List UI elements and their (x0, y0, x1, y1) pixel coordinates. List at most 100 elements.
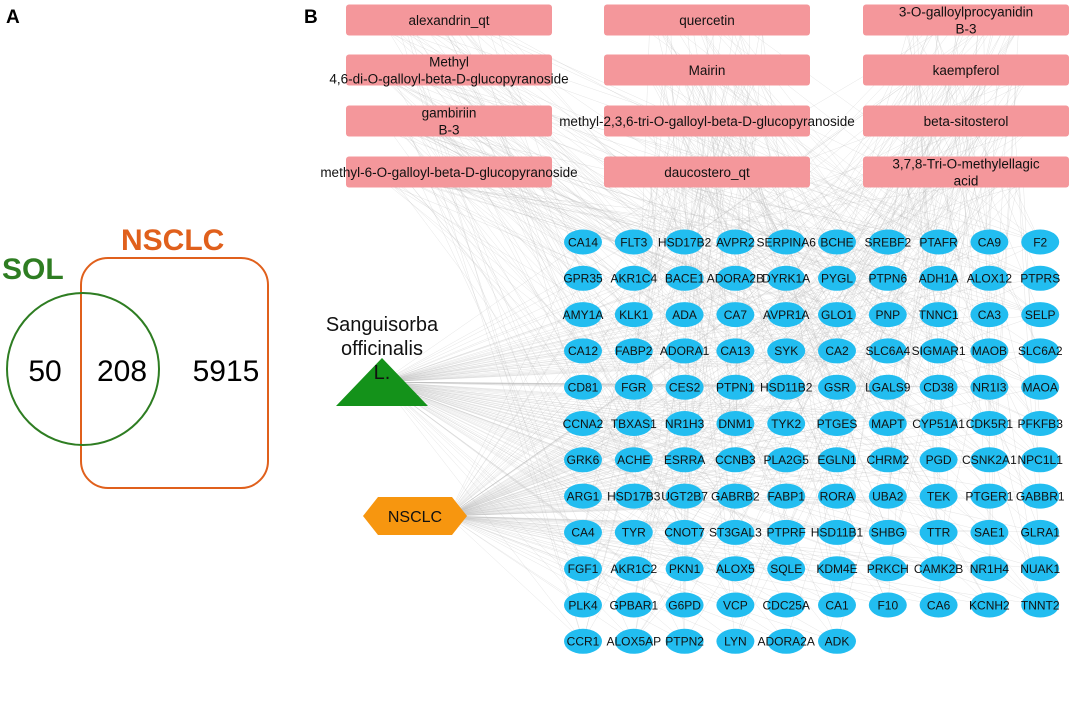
gene-node: F10 (868, 592, 907, 618)
compound-label-line: daucostero_qt (664, 165, 750, 180)
network-edge (381, 381, 685, 460)
compound-label-line: alexandrin_qt (408, 13, 489, 28)
gene-node: CA12 (564, 338, 602, 364)
gene-ellipse (868, 411, 907, 436)
gene-label: NR1H4 (970, 562, 1010, 576)
gene-label: ADORA1 (660, 344, 710, 358)
gene-node: SREBF2 (864, 229, 911, 255)
venn-diagram: SOL NSCLC 50 208 5915 (2, 224, 269, 489)
gene-node: PRKCH (867, 556, 909, 582)
gene-ellipse (970, 338, 1009, 364)
compound-label: quercetin (679, 13, 735, 28)
gene-label: SAE1 (974, 526, 1005, 540)
network-edge (381, 381, 939, 497)
network-edge (430, 33, 685, 388)
network-edge (381, 241, 634, 383)
gene-label: GSR (824, 381, 850, 395)
gene-node: PTPN2 (665, 628, 704, 654)
gene-node: ADH1A (919, 265, 959, 291)
gene-ellipse (970, 556, 1009, 582)
gene-ellipse (919, 374, 958, 400)
gene-node: NUAK1 (1020, 556, 1061, 582)
gene-ellipse (716, 229, 755, 255)
gene-label: UGT2B7 (661, 489, 708, 503)
network-edge (447, 515, 787, 642)
gene-node: ARG1 (564, 483, 602, 509)
gene-label: NR1H3 (665, 417, 705, 431)
gene-ellipse (767, 556, 806, 582)
gene-label: AMY1A (563, 308, 604, 322)
gene-node: HSD17B2 (658, 229, 712, 255)
gene-label: SLC6A4 (865, 344, 910, 358)
gene-node: AKR1C4 (610, 265, 657, 291)
gene-label: NUAK1 (1020, 562, 1060, 576)
venn-sol-label: SOL (2, 253, 64, 286)
network-edge (381, 381, 838, 533)
gene-node: ADA (665, 302, 704, 328)
gene-ellipse (818, 447, 856, 473)
gene-ellipse (665, 592, 704, 618)
gene-node: ST3GAL3 (709, 519, 762, 545)
gene-label: ADORA2A (758, 635, 815, 649)
gene-ellipse (868, 483, 907, 509)
gene-node: CAMK2B (914, 556, 963, 582)
network-edge (786, 33, 928, 460)
gene-ellipse (919, 447, 958, 473)
gene-node: VCP (716, 592, 755, 618)
network-edge (390, 33, 838, 424)
gene-ellipse (614, 628, 653, 654)
network-edge (411, 185, 634, 460)
gene-label: GABRB2 (711, 489, 760, 503)
network-edge (381, 381, 838, 569)
network-edge (582, 33, 924, 388)
gene-ellipse (564, 265, 602, 291)
gene-node: PGD (919, 447, 958, 473)
venn-right-only-count: 5915 (193, 355, 260, 388)
gene-ellipse (767, 483, 806, 509)
gene-ellipse (767, 447, 806, 473)
gene-label: CES2 (669, 381, 701, 395)
gene-ellipse (614, 265, 653, 291)
gene-ellipse (919, 519, 958, 545)
network-edge (447, 241, 584, 517)
gene-node: TYR (614, 519, 653, 545)
network-edge (739, 134, 838, 460)
gene-label: NR1I3 (972, 381, 1006, 395)
gene-label: CA1 (825, 598, 849, 612)
gene-node: NR1H4 (970, 556, 1010, 582)
gene-node: CDK5R1 (966, 411, 1013, 436)
compound-label-line: B-3 (438, 123, 459, 138)
gene-ellipse (614, 519, 653, 545)
gene-node: GSR (818, 374, 856, 400)
network-edge (720, 134, 990, 460)
gene-node: PYGL (818, 265, 856, 291)
gene-ellipse (1021, 265, 1060, 291)
network-edge (447, 515, 584, 642)
gene-node: GPR35 (563, 265, 603, 291)
network-edge (447, 515, 584, 569)
network-edge (447, 278, 634, 517)
gene-node: SQLE (767, 556, 806, 582)
gene-node: PTPN6 (868, 265, 907, 291)
gene-ellipse (716, 447, 755, 473)
gene-label: G6PD (668, 598, 701, 612)
network-edge (447, 515, 634, 569)
gene-ellipse (919, 229, 958, 255)
gene-node: CA13 (716, 338, 755, 364)
gene-ellipse (767, 411, 806, 436)
gene-label: CDC25A (763, 598, 810, 612)
compound-label-line: quercetin (679, 13, 735, 28)
gene-node: PTGER1 (965, 483, 1014, 509)
gene-node: HSD11B1 (811, 519, 864, 545)
gene-ellipse (564, 302, 602, 328)
gene-label: ADK (825, 635, 850, 649)
gene-label: PTPRF (767, 526, 806, 540)
venn-nsclc-set (80, 257, 269, 489)
herb-label-line: officinalis (341, 338, 423, 360)
network-edge (485, 185, 939, 424)
gene-label: KDM4E (816, 562, 857, 576)
gene-label: SREBF2 (864, 235, 911, 249)
gene-label: AVPR1A (763, 308, 809, 322)
